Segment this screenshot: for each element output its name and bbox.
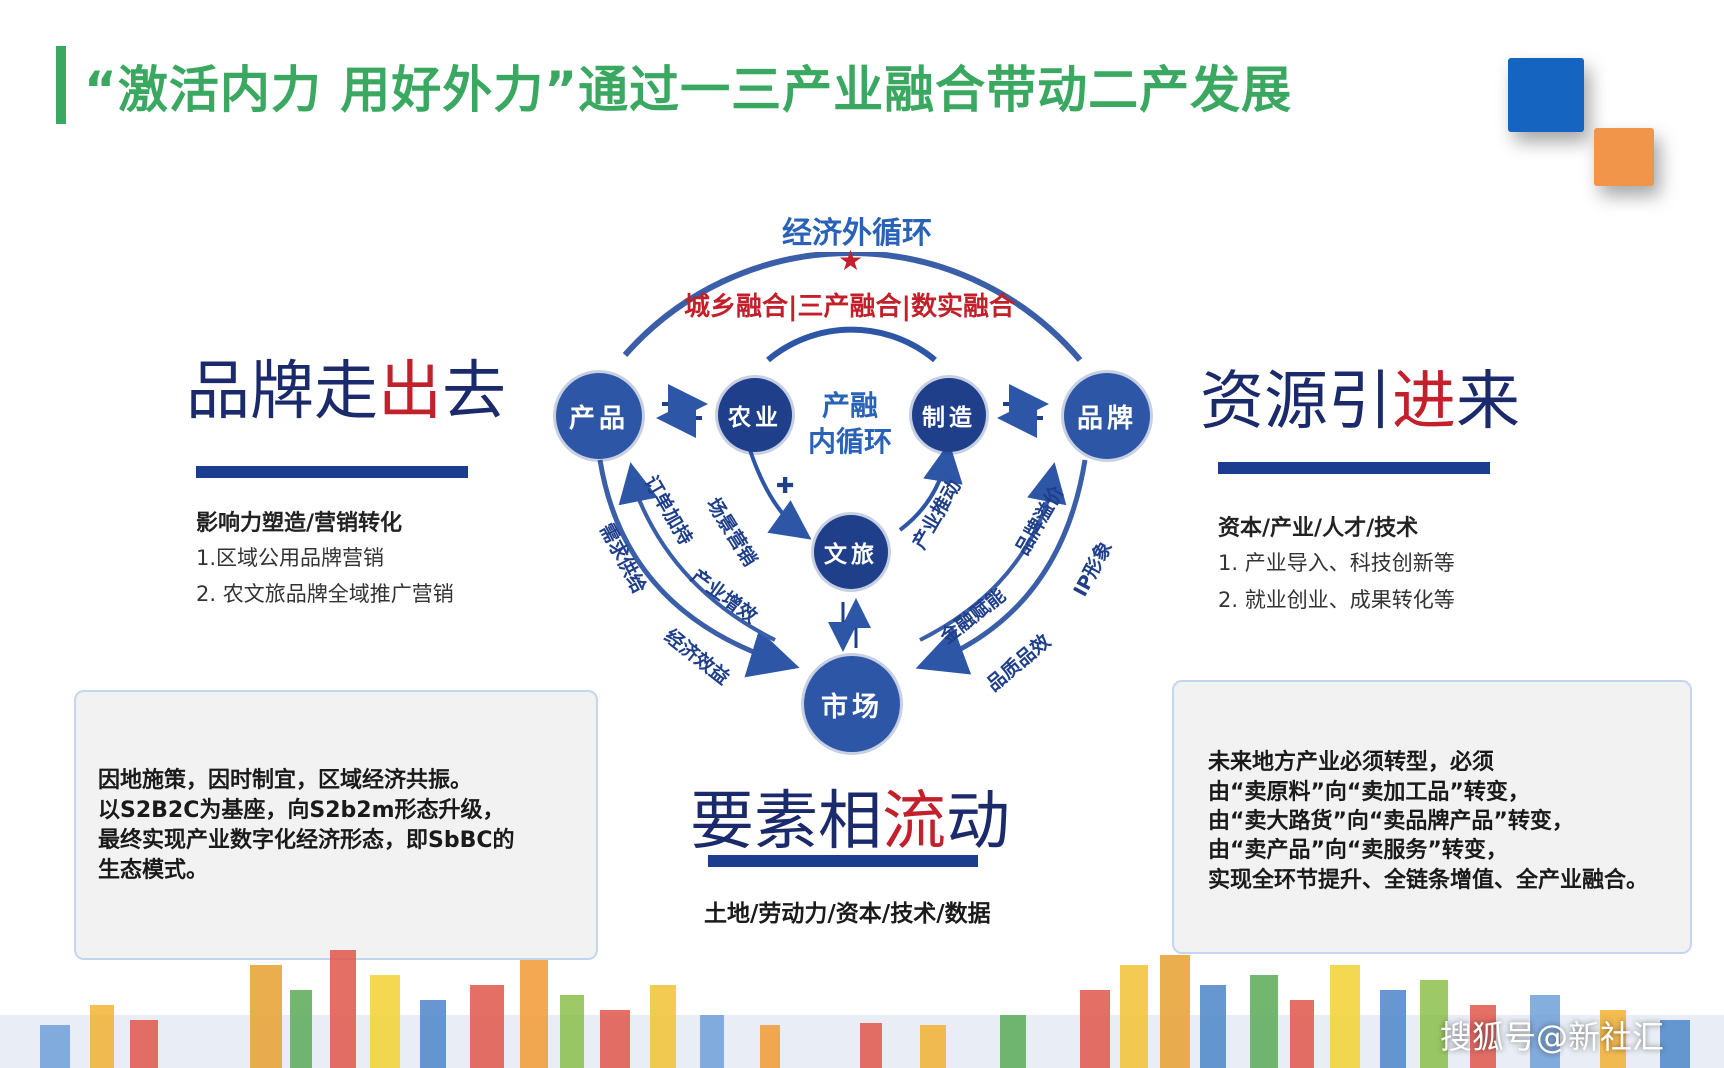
star-icon: ★ [838, 244, 864, 277]
right-box-line-3: 由“卖大路货”向“卖品牌产品”转变， [1208, 809, 1574, 834]
bottom-heading: 要素相流动 [690, 785, 1010, 859]
left-item-1: 1.区域公用品牌营销 [196, 546, 385, 570]
agri-to-tourism-arrow [748, 449, 812, 540]
page-title: “激活内力 用好外力”通过一三产业融合带动二产发展 [84, 61, 1293, 119]
right-inner-arrowhead [1027, 462, 1067, 506]
fusion-label: 城乡融合|三产融合|数实融合 [684, 292, 1015, 322]
outer-cycle-arc [622, 250, 1083, 362]
right-box-line-4: 由“卖产品”向“卖服务”转变， [1208, 838, 1508, 863]
decorative-orange-square [1594, 128, 1654, 186]
right-box-line-1: 未来地方产业必须转型，必须 [1208, 750, 1495, 775]
right-outer-arc-arrow [915, 459, 1088, 675]
bottom-subtitle: 土地/劳动力/资本/技术/数据 [704, 901, 991, 927]
node-agriculture: 农业 [718, 378, 792, 452]
left-heading-underline [196, 466, 468, 478]
right-summary-box: 未来地方产业必须转型，必须 由“卖原料”向“卖加工品”转变， 由“卖大路货”向“… [1172, 680, 1692, 954]
left-subtitle: 影响力塑造/营销转化 [196, 511, 403, 536]
left-summary-box: 因地施策，因时制宜，区域经济共振。 以S2B2C为基座，向S2b2m形态升级， … [74, 690, 598, 960]
node-culture-tourism: 文旅 [814, 515, 888, 589]
watermark-text: 搜狐号@新社汇 [1440, 1018, 1665, 1056]
decorative-blue-square [1508, 58, 1584, 132]
node-market: 市场 [804, 656, 900, 752]
left-item-2: 2. 农文旅品牌全域推广营销 [196, 582, 454, 606]
city-skyline-decoration [0, 950, 1724, 1068]
inner-cycle-label-2: 内循环 [808, 425, 893, 458]
left-box-line-2: 以S2B2C为基座，向S2b2m形态升级， [98, 798, 505, 823]
plus-icon: ✚ [776, 474, 795, 499]
inner-cycle-arc [766, 326, 937, 363]
left-box-line-4: 生态模式。 [98, 858, 209, 883]
tourism-to-manufacture-arrow [898, 442, 963, 532]
right-box-line-5: 实现全环节提升、全链条增值、全产业融合。 [1208, 868, 1649, 893]
node-product: 产品 [556, 373, 642, 459]
right-box-line-2: 由“卖原料”向“卖加工品”转变， [1208, 780, 1530, 805]
right-heading-underline [1218, 462, 1490, 474]
right-item-1: 1. 产业导入、科技创新等 [1218, 551, 1455, 575]
left-outer-arc-arrow [597, 459, 800, 678]
right-item-2: 2. 就业创业、成果转化等 [1218, 588, 1455, 612]
left-heading: 品牌走出去 [186, 355, 506, 429]
left-inner-arrowhead [618, 462, 658, 506]
bottom-heading-underline [708, 855, 978, 867]
outer-cycle-label: 经济外循环 [774, 208, 940, 252]
node-manufacture: 制造 [912, 378, 986, 452]
right-heading: 资源引进来 [1200, 365, 1520, 439]
node-brand: 品牌 [1064, 373, 1150, 459]
right-subtitle: 资本/产业/人才/技术 [1218, 516, 1419, 541]
inner-cycle-label-1: 产融 [822, 389, 879, 422]
left-box-line-1: 因地施策，因时制宜，区域经济共振。 [98, 768, 473, 793]
title-accent-bar [56, 46, 66, 124]
left-box-line-3: 最终实现产业数字化经济形态，即SbBC的 [98, 828, 515, 853]
